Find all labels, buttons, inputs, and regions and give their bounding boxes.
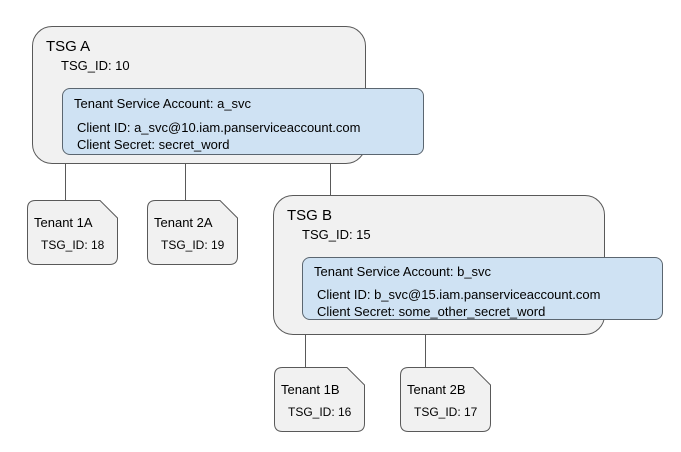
card-shape: [274, 367, 365, 432]
tsg-b-title: TSG B: [287, 207, 333, 224]
tenant-2a-id-label: TSG_ID: 19: [161, 238, 225, 252]
tsg-b-client-id: Client ID: b_svc@15.iam.panserviceaccoun…: [317, 287, 601, 302]
tenant-1b-card: Tenant 1B TSG_ID: 16: [274, 367, 365, 432]
tsg-a-title: TSG A: [46, 38, 91, 55]
connector-tsga-tenant1a: [65, 164, 66, 200]
tsg-a-id-label: TSG_ID: 10: [61, 58, 130, 73]
tenant-2b-card: Tenant 2B TSG_ID: 17: [400, 367, 491, 432]
card-shape: [400, 367, 491, 432]
connector-tsgb-tenant2b: [425, 335, 426, 367]
tenant-1a-card: Tenant 1A TSG_ID: 18: [27, 200, 118, 265]
tsg-a-service-account-box: Tenant Service Account: a_svc Client ID:…: [62, 88, 424, 155]
tenant-2b-id-label: TSG_ID: 17: [414, 405, 478, 419]
card-shape: [147, 200, 238, 265]
tsg-b-service-account-box: Tenant Service Account: b_svc Client ID:…: [302, 257, 663, 320]
tsg-b-client-secret: Client Secret: some_other_secret_word: [317, 304, 546, 319]
tsg-b-id-label: TSG_ID: 15: [302, 227, 371, 242]
tenant-1b-id-label: TSG_ID: 16: [288, 405, 352, 419]
tenant-1a-name: Tenant 1A: [34, 215, 93, 230]
tsg-a-account-title: Tenant Service Account: a_svc: [74, 96, 252, 111]
tenant-2a-card: Tenant 2A TSG_ID: 19: [147, 200, 238, 265]
connector-tsgb-tenant1b: [305, 335, 306, 367]
tenant-1a-id-label: TSG_ID: 18: [41, 238, 105, 252]
tenant-2a-name: Tenant 2A: [154, 215, 213, 230]
connector-tsga-tsgb: [330, 164, 331, 195]
card-shape: [27, 200, 118, 265]
tsg-a-client-id: Client ID: a_svc@10.iam.panserviceaccoun…: [77, 120, 361, 135]
tsg-b-account-title: Tenant Service Account: b_svc: [314, 264, 492, 279]
tenant-1b-name: Tenant 1B: [281, 382, 340, 397]
connector-tsga-tenant2a: [185, 164, 186, 200]
tenant-2b-name: Tenant 2B: [407, 382, 466, 397]
tsg-a-client-secret: Client Secret: secret_word: [77, 137, 230, 152]
